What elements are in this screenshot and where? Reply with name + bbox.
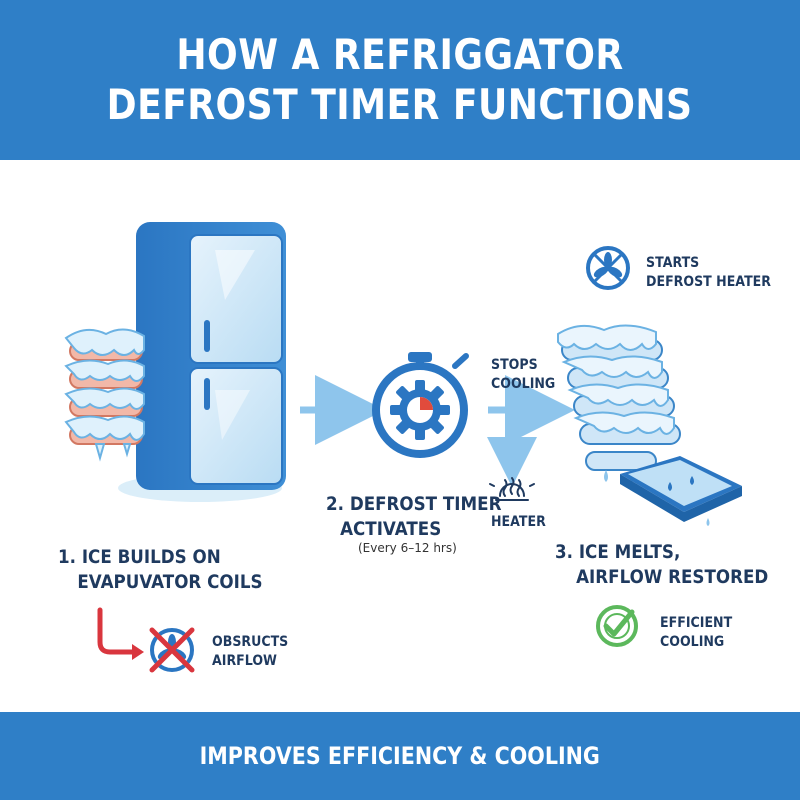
starts-defrost-heater-label: STARTS DEFROST HEATER — [646, 254, 771, 292]
step-3-label: 3. ICE MELTS, AIRFLOW RESTORED — [555, 540, 768, 590]
refrigerator — [118, 222, 286, 502]
frozen-coils — [64, 328, 145, 462]
step-1-number: 1. — [58, 546, 76, 568]
footer-text: IMPROVES EFFICIENCY & COOLING — [199, 742, 601, 770]
stops-cooling-line-2: COOLING — [491, 376, 556, 392]
step-2-number: 2. — [326, 493, 344, 515]
title-banner: HOW A REFRIGGATOR DEFROST TIMER FUNCTION… — [0, 0, 800, 160]
check-icon — [596, 605, 638, 647]
obstructs-airflow-label: OBSRUCTS AIRFLOW — [212, 633, 288, 671]
melting-coils — [557, 324, 681, 482]
drip-tray — [620, 456, 742, 526]
step-2-note: (Every 6–12 hrs) — [358, 541, 457, 555]
red-elbow-arrow — [97, 607, 137, 655]
blocked-fan-icon — [149, 627, 195, 673]
footer-banner: IMPROVES EFFICIENCY & COOLING — [0, 712, 800, 800]
heater-icon — [489, 477, 535, 501]
timer-gear-icon — [372, 352, 469, 458]
starts-heater-line-1: STARTS — [646, 255, 700, 271]
step-3-line-2: AIRFLOW RESTORED — [576, 566, 769, 588]
starts-heater-line-2: DEFROST HEATER — [646, 274, 771, 290]
obstructs-line-2: AIRFLOW — [212, 653, 277, 669]
title-line-1: HOW A REFRIGGATOR — [176, 30, 624, 79]
step-1-label: 1. ICE BUILDS ON EVAPUVATOR COILS — [58, 545, 263, 595]
step-1-line-2: EVAPUVATOR COILS — [77, 571, 263, 593]
stops-cooling-line-1: STOPS — [491, 357, 538, 373]
step-1-line-1: ICE BUILDS ON — [81, 546, 221, 568]
step-3-line-1: ICE MELTS, — [578, 541, 681, 563]
heater-label: HEATER — [491, 514, 546, 530]
efficient-line-2: COOLING — [660, 634, 725, 650]
stops-cooling-label: STOPS COOLING — [491, 356, 555, 394]
obstructs-line-1: OBSRUCTS — [212, 634, 289, 650]
efficient-line-1: EFFICIENT — [660, 615, 733, 631]
step-2-line-2: ACTIVATES — [340, 518, 442, 540]
step-2-label: 2. DEFROST TIMER ACTIVATES — [326, 492, 501, 542]
red-arrow-head — [132, 644, 144, 660]
efficient-cooling-label: EFFICIENT COOLING — [660, 614, 732, 652]
step-3-number: 3. — [555, 541, 573, 563]
title-line-2: DEFROST TIMER FUNCTIONS — [107, 80, 693, 129]
defrost-heater-fan-icon — [586, 246, 630, 290]
step-2-line-1: DEFROST TIMER — [349, 493, 502, 515]
